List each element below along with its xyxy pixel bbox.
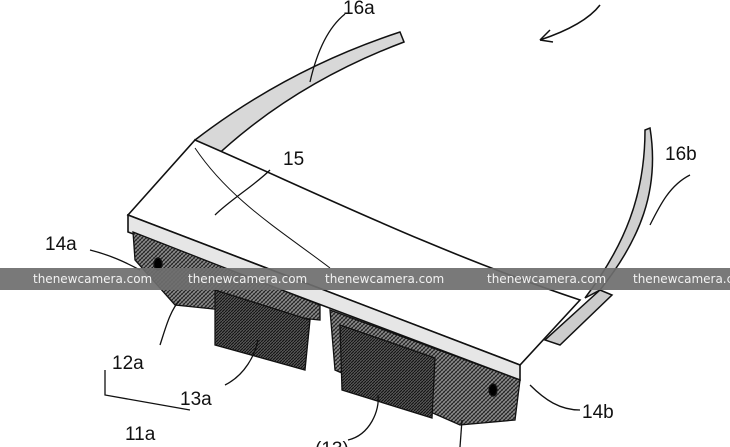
- label-14a: 14a: [45, 234, 77, 255]
- label-13a: 13a: [180, 389, 212, 410]
- temple-right: [543, 126, 654, 346]
- label-bottom-clipped: (13): [315, 439, 349, 447]
- housing-right: [329, 309, 521, 426]
- watermark-text: thenewcamera.com: [633, 272, 730, 286]
- label-12a: 12a: [112, 353, 144, 374]
- label-11a: 11a: [125, 424, 156, 445]
- watermark-text: thenewcamera.com: [188, 272, 307, 286]
- watermark-text: thenewcamera.com: [487, 272, 606, 286]
- watermark-text: thenewcamera.com: [33, 272, 152, 286]
- watermark-band: thenewcamera.com thenewcamera.com thenew…: [0, 268, 730, 290]
- direction-arrow: [539, 4, 601, 43]
- label-15: 15: [283, 149, 304, 170]
- label-16b: 16b: [665, 144, 697, 165]
- label-14b: 14b: [582, 402, 614, 423]
- watermark-text: thenewcamera.com: [325, 272, 444, 286]
- label-16a: 16a: [343, 0, 375, 19]
